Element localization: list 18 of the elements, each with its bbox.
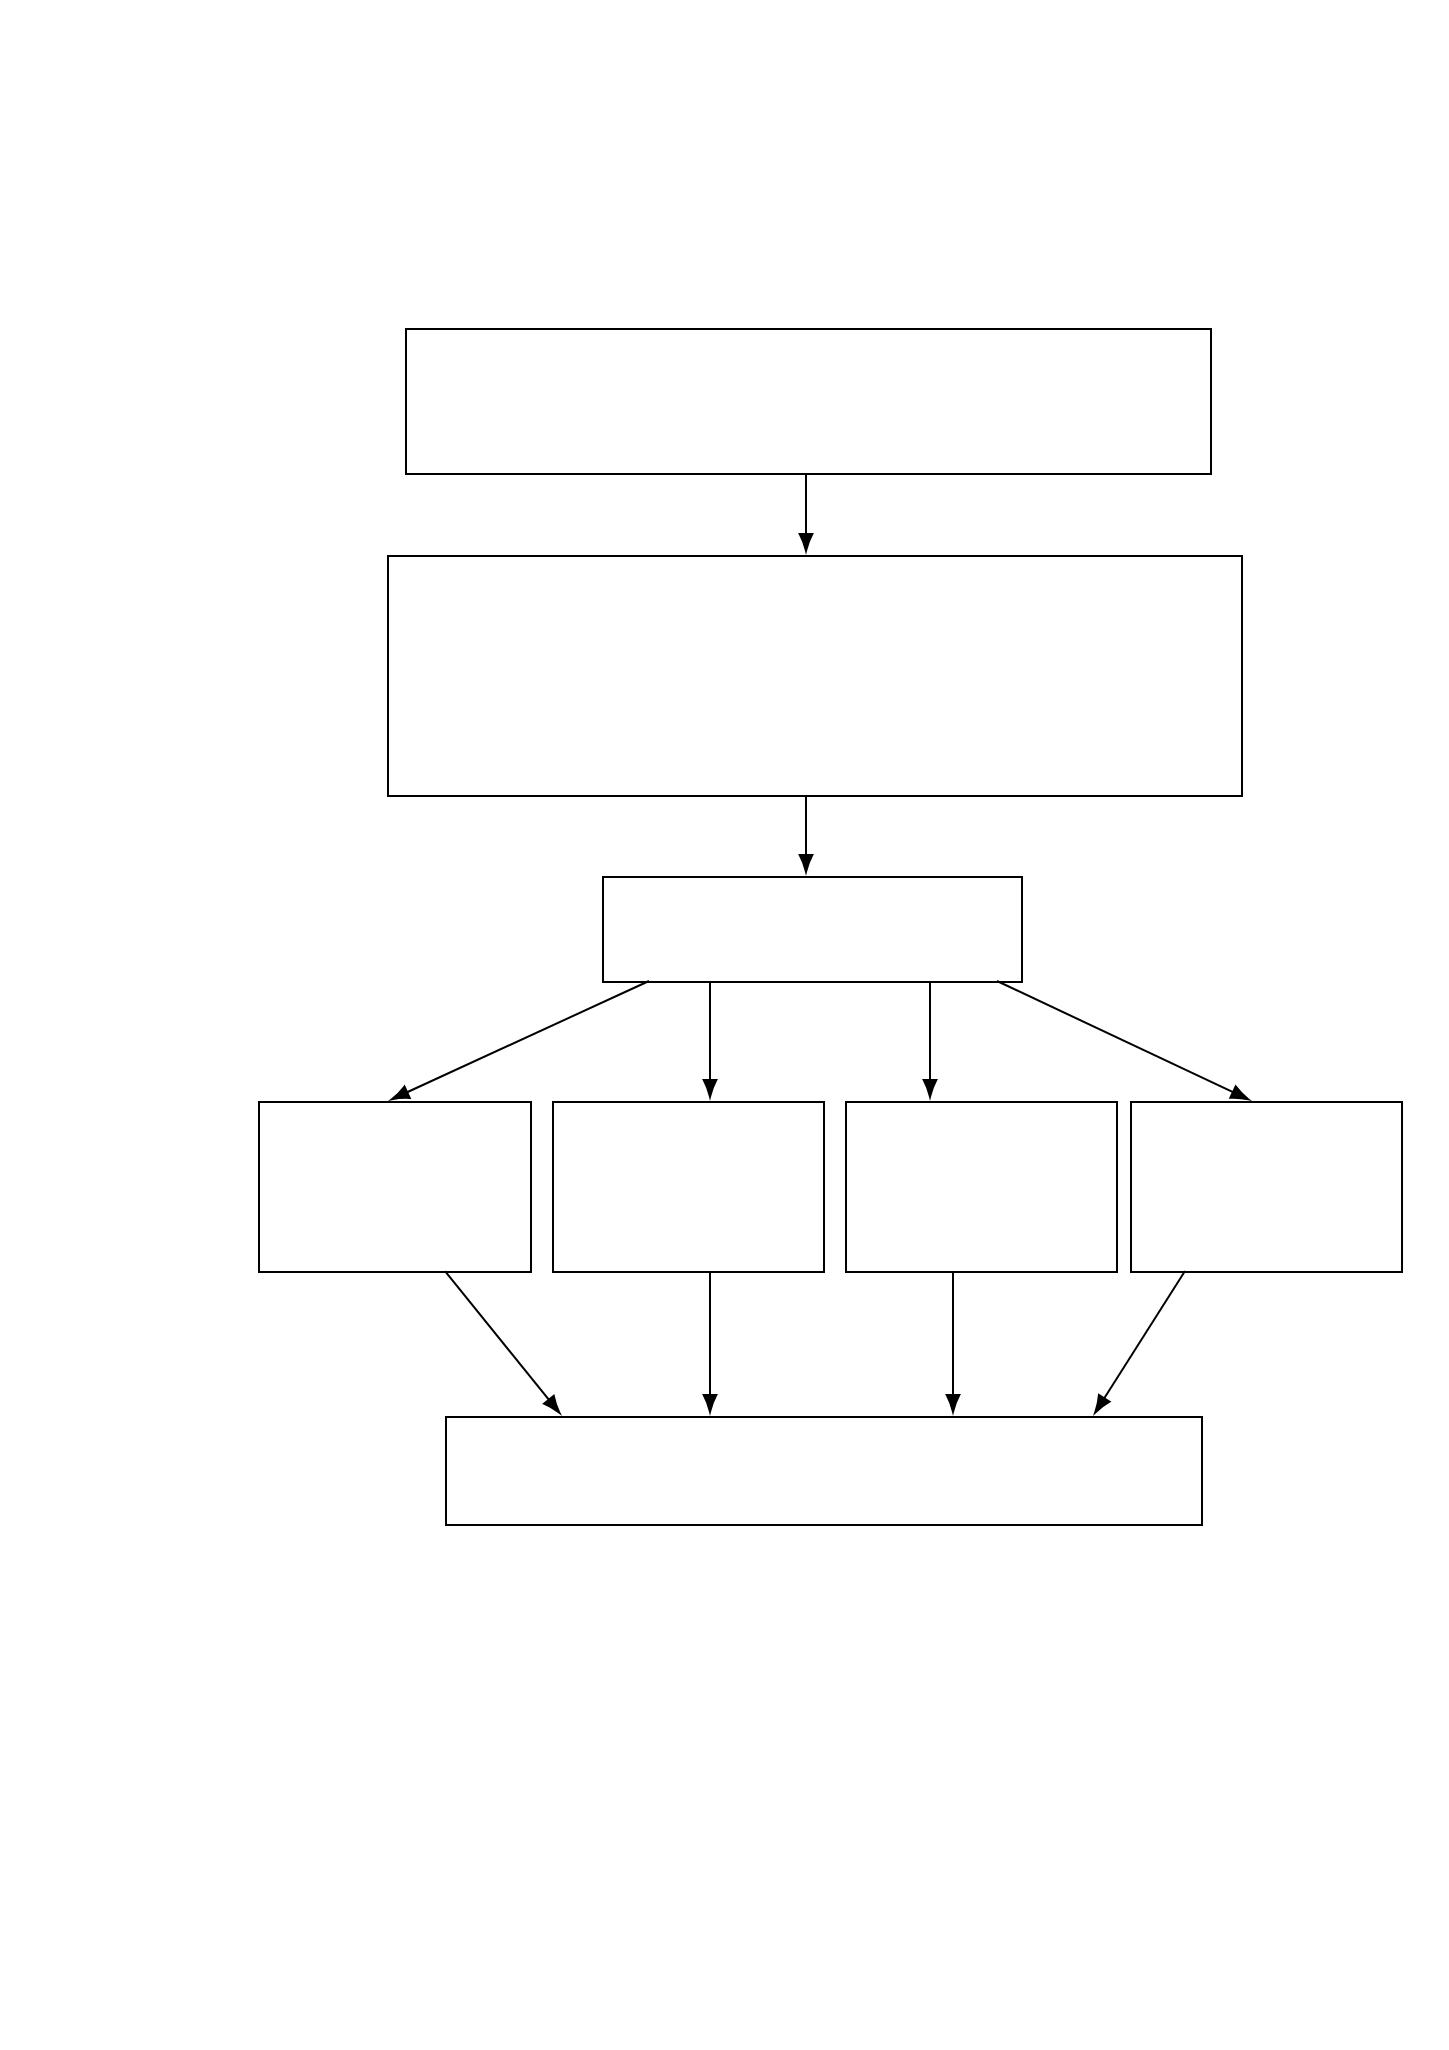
arrow: [1094, 1270, 1186, 1414]
process-box: [445, 1416, 1203, 1526]
arrow: [702, 1270, 718, 1413]
arrow: [444, 1270, 561, 1414]
arrow: [922, 980, 938, 1098]
arrow: [996, 980, 1250, 1101]
process-box: [552, 1101, 825, 1273]
process-box: [405, 328, 1212, 475]
arrow: [390, 980, 650, 1101]
process-box: [258, 1101, 532, 1273]
arrow: [798, 472, 814, 552]
process-box: [602, 876, 1023, 983]
arrow: [798, 794, 814, 873]
process-box: [845, 1101, 1118, 1273]
arrow: [702, 980, 718, 1098]
arrow: [945, 1270, 961, 1413]
process-box: [1130, 1101, 1403, 1273]
process-box: [387, 555, 1243, 797]
